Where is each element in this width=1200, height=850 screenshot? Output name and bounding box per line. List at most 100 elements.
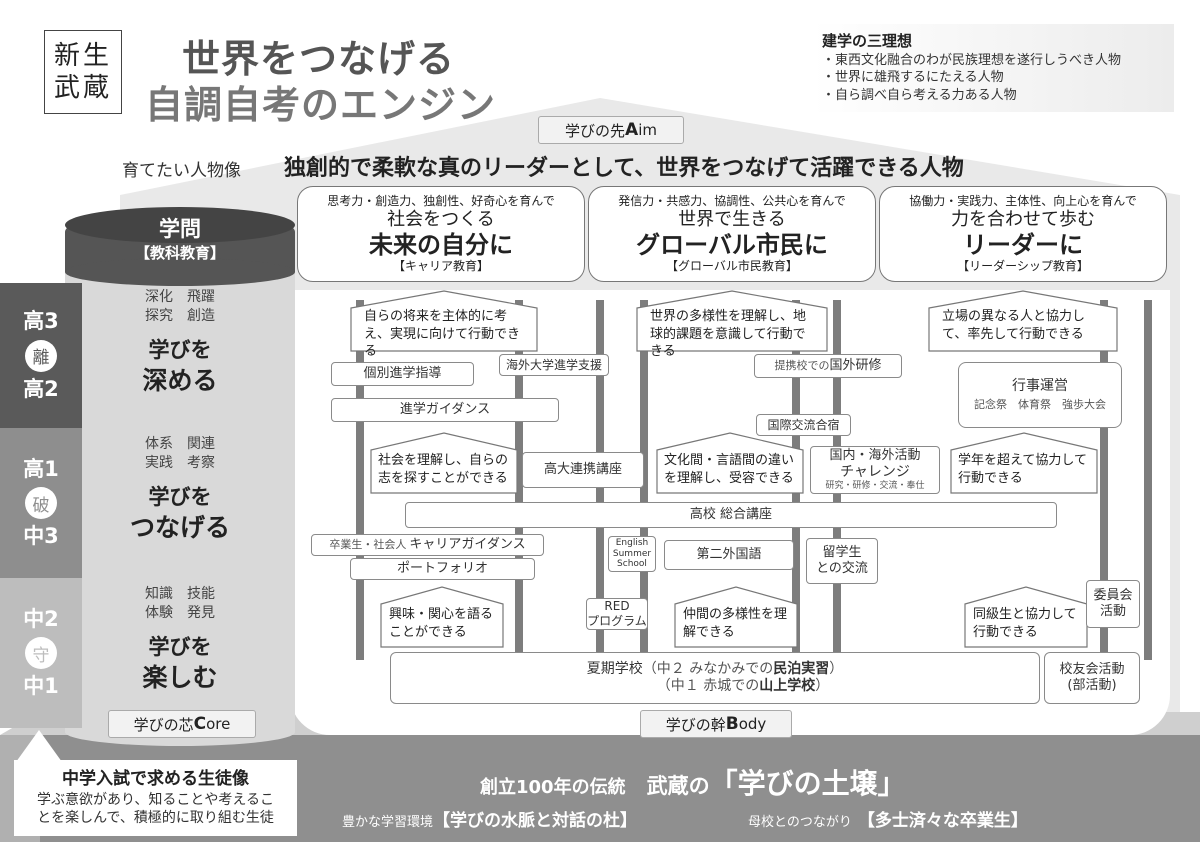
goal-career-top: 自らの将来を主体的に考え、実現に向けて行動できる <box>350 290 538 359</box>
level-small: 探究 創造 <box>145 307 215 324</box>
leader-bar-1 <box>1100 300 1108 660</box>
goal-leader-low: 同級生と協力して行動できる <box>964 586 1088 648</box>
person-text: 独創的で柔軟な真のリーダーとして、世界をつなげて活躍できる人物 <box>284 156 964 181</box>
badge-line1: 新生 <box>53 40 112 71</box>
soil-alumni-main: 【多士済々な卒業生】 <box>857 811 1028 831</box>
header-sub: 協働力・実践力、主体性、向上心を育んで <box>909 194 1137 208</box>
career-g-main: キャリアガイダンス <box>409 536 526 552</box>
goal-text: 仲間の多様性を理解できる <box>683 607 788 640</box>
goal-text: 自らの将来を主体的に考え、実現に向けて行動できる <box>364 309 521 360</box>
goal-text: 社会を理解し、自らの志を探すことができる <box>378 453 509 486</box>
header-line1: 社会をつくる <box>387 209 495 230</box>
stage-bottom: 高2 <box>23 376 59 401</box>
ideals-box: 建学の三理想 ・東西文化融合のわが民族理想を遂行しうべき人物 ・世界に雄飛するに… <box>812 24 1174 112</box>
program-kaki: 夏期学校（中２ みなかみでの民泊実習） （中１ 赤城での山上学校 ） <box>390 652 1040 704</box>
level-big: 学びを <box>148 484 212 509</box>
core-label-pre: 学びの芯 <box>133 715 194 734</box>
program-koyukai: 校友会活動 (部活動) <box>1044 652 1140 704</box>
ryugaku-2: との交流 <box>816 561 868 576</box>
kaki-l2-pre: （中１ 赤城での <box>656 678 760 694</box>
goal-text: 興味・関心を語ることができる <box>389 607 494 640</box>
goal-text: 同級生と協力して行動できる <box>973 607 1077 640</box>
level-big: 学びを <box>148 337 212 362</box>
body-label-cap: B <box>725 714 739 734</box>
red-2: プログラム <box>587 614 647 628</box>
gyoji-title: 行事運営 <box>1012 378 1068 395</box>
program-kobetsu: 個別進学指導 <box>331 362 474 386</box>
level-big: 深める <box>142 366 218 396</box>
header-line2: 未来の自分に <box>369 230 513 259</box>
leader-bar-2 <box>1144 300 1152 660</box>
level-connect: 体系 関連 実践 考察 学びを つなげる <box>100 435 260 545</box>
program-kokusai: 国際交流合宿 <box>756 414 851 436</box>
header-line1: 世界で生きる <box>678 209 786 230</box>
up-arrow-icon <box>16 730 62 762</box>
header-line1: 力を合わせて歩む <box>951 209 1095 230</box>
level-big: 楽しむ <box>142 663 218 693</box>
kaki-l2-bold: 山上学校 <box>759 678 816 694</box>
program-daini: 第二外国語 <box>664 540 794 570</box>
ideal-item: ・東西文化融合のわが民族理想を遂行しうべき人物 <box>822 52 1122 68</box>
stage-kanji: 破 <box>32 495 50 516</box>
shinsei-badge: 新生 武蔵 <box>44 30 122 114</box>
teikei-main: 国外研修 <box>829 357 882 373</box>
kaki-l1-pre: （中２ みなかみでの <box>642 660 774 677</box>
level-big: 学びを <box>148 634 212 659</box>
kaki-l1-post: ） <box>829 660 844 677</box>
level-small: 実践 考察 <box>145 454 215 471</box>
program-red: RED プログラム <box>586 598 648 630</box>
stage-top: 高1 <box>23 456 59 481</box>
stage-kanji-circle: 守 <box>25 637 57 669</box>
header-global: 発信力・共感力、協調性、公共心を育んで 世界で生きる グローバル市民に 【グロー… <box>588 186 876 282</box>
program-portfolio: ポートフォリオ <box>350 558 535 580</box>
goal-text: 学年を超えて協力して行動できる <box>958 453 1087 486</box>
english-3: School <box>617 559 647 570</box>
career-bar-1 <box>356 300 364 660</box>
kaki-line1: 夏期学校（中２ みなかみでの民泊実習） <box>587 661 843 679</box>
aim-label-cap: A <box>625 120 639 140</box>
pillar-title: 学問 <box>159 217 201 241</box>
stage-top: 中2 <box>23 606 59 631</box>
header-sub: 発信力・共感力、協調性、公共心を育んで <box>618 194 846 208</box>
ideal-item: ・自ら調べ自ら考える力ある人物 <box>822 88 1017 104</box>
koyukai-1: 校友会活動 <box>1059 661 1125 677</box>
program-kodai: 高大連携講座 <box>522 452 644 488</box>
person-label: 育てたい人物像 <box>122 161 241 181</box>
main-title-line1: 世界をつなげる <box>182 37 456 81</box>
soil-alumni: 母校とのつながり【多士済々な卒業生】 <box>748 806 1028 831</box>
header-sub: 思考力・創造力、独創性、好奇心を育んで <box>327 194 555 208</box>
soil-tradition: 創立100年の伝統 <box>480 777 626 798</box>
teikei-pre: 提携校での <box>774 359 830 373</box>
challenge-line1: 国内・海外活動 <box>829 447 921 463</box>
program-english-summer: English Summer School <box>608 536 656 572</box>
kaki-l1-bold: 民泊実習 <box>773 660 830 677</box>
soil-env-main: 【学びの水脈と対話の杜】 <box>433 811 638 831</box>
global-bar-2 <box>640 300 648 660</box>
aim-label-pre: 学びの先 <box>565 121 626 140</box>
goal-career-mid: 社会を理解し、自らの志を探すことができる <box>370 432 518 494</box>
goal-text: 文化間・言語間の違いを理解し、受容できる <box>664 453 795 486</box>
program-guidance: 進学ガイダンス <box>331 398 559 422</box>
pillar-subtitle: 【教科教育】 <box>134 244 225 262</box>
ryugaku-1: 留学生 <box>822 544 862 560</box>
soil-main: 「学びの土壌」 <box>709 767 906 800</box>
ideal-item: ・世界に雄飛するにたえる人物 <box>822 70 1004 86</box>
career-g-pre: 卒業生・社会人 <box>329 538 407 552</box>
header-leader: 協働力・実践力、主体性、向上心を育んで 力を合わせて歩む リーダーに 【リーダー… <box>879 186 1167 282</box>
kaki-title: 夏期学校 <box>586 660 643 677</box>
stage-middle: 高1 破 中3 <box>0 428 82 578</box>
program-iinkai: 委員会 活動 <box>1086 580 1140 628</box>
red-1: RED <box>604 599 630 613</box>
stage-top: 高3 <box>23 309 59 334</box>
iinkai-1: 委員会 <box>1093 587 1133 603</box>
program-kaigai-shien: 海外大学進学支援 <box>499 354 609 376</box>
goal-text: 立場の異なる人と協力して、率先して行動できる <box>942 309 1086 342</box>
goal-leader-mid: 学年を超えて協力して行動できる <box>950 432 1098 494</box>
goal-text: 世界の多様性を理解し、地球的課題を意識して行動できる <box>650 309 807 360</box>
iinkai-2: 活動 <box>1099 604 1126 619</box>
header-career: 思考力・創造力、独創性、好奇心を育んで 社会をつくる 未来の自分に 【キャリア教… <box>297 186 585 282</box>
english-2: Summer <box>612 548 652 559</box>
english-1: English <box>615 538 649 549</box>
soil-alumni-label: 母校とのつながり <box>748 815 852 830</box>
